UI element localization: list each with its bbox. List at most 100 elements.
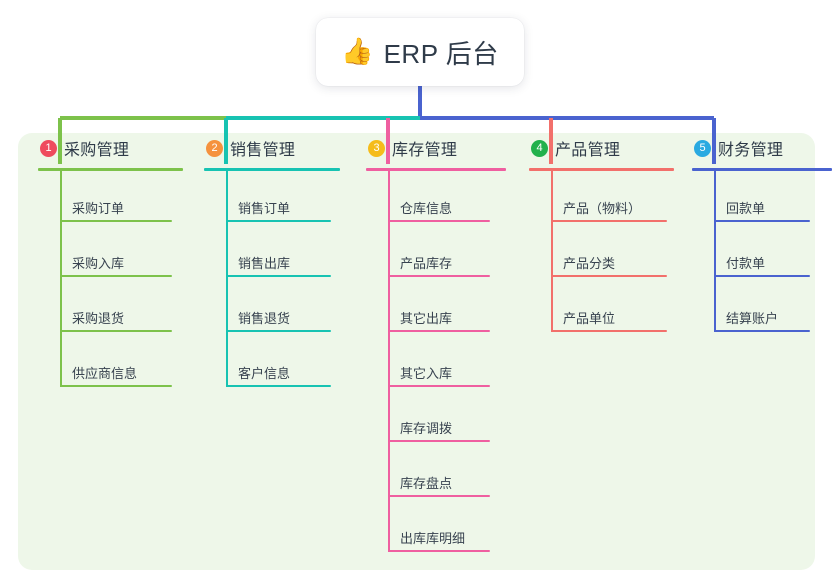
branch-item-list-3: 仓库信息产品库存其它出库其它入库库存调拨库存盘点出库库明细	[366, 171, 516, 556]
leaf-node-label: 仓库信息	[400, 201, 453, 216]
leaf-node-label: 产品（物料）	[563, 201, 642, 216]
branch-stem-1	[60, 171, 62, 387]
branch-stem-5	[714, 171, 716, 332]
branch-item-list-5: 回款单付款单结算账户	[692, 171, 839, 336]
branch-title-3: 库存管理	[392, 142, 458, 159]
branch-item-list-2: 销售订单销售出库销售退货客户信息	[204, 171, 350, 391]
leaf-node-rule	[226, 220, 331, 222]
leaf-node-label: 采购入库	[72, 256, 125, 271]
leaf-node[interactable]: 供应商信息	[38, 336, 193, 391]
branch-item-list-1: 采购订单采购入库采购退货供应商信息	[38, 171, 193, 391]
leaf-node[interactable]: 其它出库	[366, 281, 516, 336]
leaf-node-label: 产品分类	[563, 256, 616, 271]
leaf-node[interactable]: 客户信息	[204, 336, 350, 391]
leaf-node-label: 销售出库	[238, 256, 291, 271]
branch-badge-4: 4	[531, 139, 548, 157]
leaf-node[interactable]: 产品分类	[529, 226, 684, 281]
leaf-node-label: 产品库存	[400, 256, 453, 271]
leaf-node-rule	[388, 385, 490, 387]
branch-stem-2	[226, 171, 228, 387]
leaf-node-label: 采购订单	[72, 201, 125, 216]
leaf-node-label: 出库库明细	[400, 531, 466, 546]
leaf-node[interactable]: 付款单	[692, 226, 839, 281]
leaf-node-label: 客户信息	[238, 366, 291, 381]
leaf-node[interactable]: 采购订单	[38, 171, 193, 226]
leaf-node-label: 库存盘点	[400, 476, 453, 491]
leaf-node[interactable]: 产品（物料）	[529, 171, 684, 226]
branch-header-rule-2	[204, 168, 340, 171]
leaf-node[interactable]: 仓库信息	[366, 171, 516, 226]
leaf-node[interactable]: 回款单	[692, 171, 839, 226]
leaf-node-rule	[388, 495, 490, 497]
leaf-node-rule	[60, 275, 172, 277]
leaf-node-label: 销售退货	[238, 311, 291, 326]
leaf-node-rule	[714, 330, 810, 332]
branch-header-rule-5	[692, 168, 832, 171]
leaf-node-label: 库存调拨	[400, 421, 453, 436]
leaf-node-label: 付款单	[726, 256, 766, 271]
branch-item-list-4: 产品（物料） 产品分类产品单位	[529, 171, 684, 336]
leaf-node-rule	[388, 440, 490, 442]
leaf-node-rule	[388, 220, 490, 222]
leaf-node-rule	[60, 220, 172, 222]
branch-header-1[interactable]: 1 采购管理	[38, 133, 193, 163]
branch-header-rule-4	[529, 168, 674, 171]
branch-badge-5: 5	[694, 139, 711, 157]
branch-column-2: 2 销售管理销售订单销售出库销售退货客户信息	[204, 133, 350, 391]
leaf-node-rule	[60, 385, 172, 387]
branch-stem-4	[551, 171, 553, 332]
leaf-node-rule	[714, 275, 810, 277]
thumbs-up-icon: 👍	[341, 37, 374, 67]
branch-column-1: 1 采购管理采购订单采购入库采购退货供应商信息	[38, 133, 193, 391]
leaf-node[interactable]: 其它入库	[366, 336, 516, 391]
branch-header-5[interactable]: 5 财务管理	[692, 133, 839, 163]
leaf-node-rule	[226, 330, 331, 332]
leaf-node-rule	[60, 330, 172, 332]
root-node-title: ERP 后台	[383, 38, 499, 69]
leaf-node[interactable]: 产品库存	[366, 226, 516, 281]
branch-stem-3	[388, 171, 390, 552]
leaf-node-rule	[551, 220, 667, 222]
leaf-node-label: 其它入库	[400, 366, 453, 381]
branch-header-2[interactable]: 2 销售管理	[204, 133, 350, 163]
leaf-node[interactable]: 销售退货	[204, 281, 350, 336]
branch-badge-2: 2	[206, 139, 223, 157]
leaf-node-rule	[551, 275, 667, 277]
leaf-node-label: 结算账户	[726, 311, 779, 326]
branch-badge-1: 1	[40, 139, 57, 157]
leaf-node-rule	[226, 275, 331, 277]
leaf-node[interactable]: 销售订单	[204, 171, 350, 226]
leaf-node[interactable]: 库存调拨	[366, 391, 516, 446]
branch-badge-3: 3	[368, 139, 385, 157]
leaf-node-rule	[388, 330, 490, 332]
leaf-node-label: 供应商信息	[72, 366, 138, 381]
branch-header-rule-3	[366, 168, 506, 171]
root-node-card[interactable]: 👍 ERP 后台	[316, 18, 524, 86]
leaf-node[interactable]: 出库库明细	[366, 501, 516, 556]
leaf-node[interactable]: 采购入库	[38, 226, 193, 281]
branch-column-5: 5 财务管理回款单付款单结算账户	[692, 133, 839, 336]
branch-column-3: 3 库存管理仓库信息产品库存其它出库其它入库库存调拨库存盘点出库库明细	[366, 133, 516, 556]
leaf-node-label: 采购退货	[72, 311, 125, 326]
branch-title-2: 销售管理	[230, 142, 296, 159]
leaf-node-label: 销售订单	[238, 201, 291, 216]
leaf-node[interactable]: 采购退货	[38, 281, 193, 336]
branch-header-rule-1	[38, 168, 183, 171]
leaf-node-rule	[226, 385, 331, 387]
leaf-node[interactable]: 产品单位	[529, 281, 684, 336]
leaf-node[interactable]: 销售出库	[204, 226, 350, 281]
leaf-node[interactable]: 库存盘点	[366, 446, 516, 501]
branch-title-5: 财务管理	[718, 142, 784, 159]
leaf-node-rule	[551, 330, 667, 332]
leaf-node-label: 其它出库	[400, 311, 453, 326]
leaf-node-label: 产品单位	[563, 311, 616, 326]
leaf-node-rule	[388, 550, 490, 552]
branch-title-1: 采购管理	[64, 142, 130, 159]
leaf-node[interactable]: 结算账户	[692, 281, 839, 336]
diagram-background-panel	[18, 133, 815, 570]
branch-header-3[interactable]: 3 库存管理	[366, 133, 516, 163]
leaf-node-label: 回款单	[726, 201, 766, 216]
